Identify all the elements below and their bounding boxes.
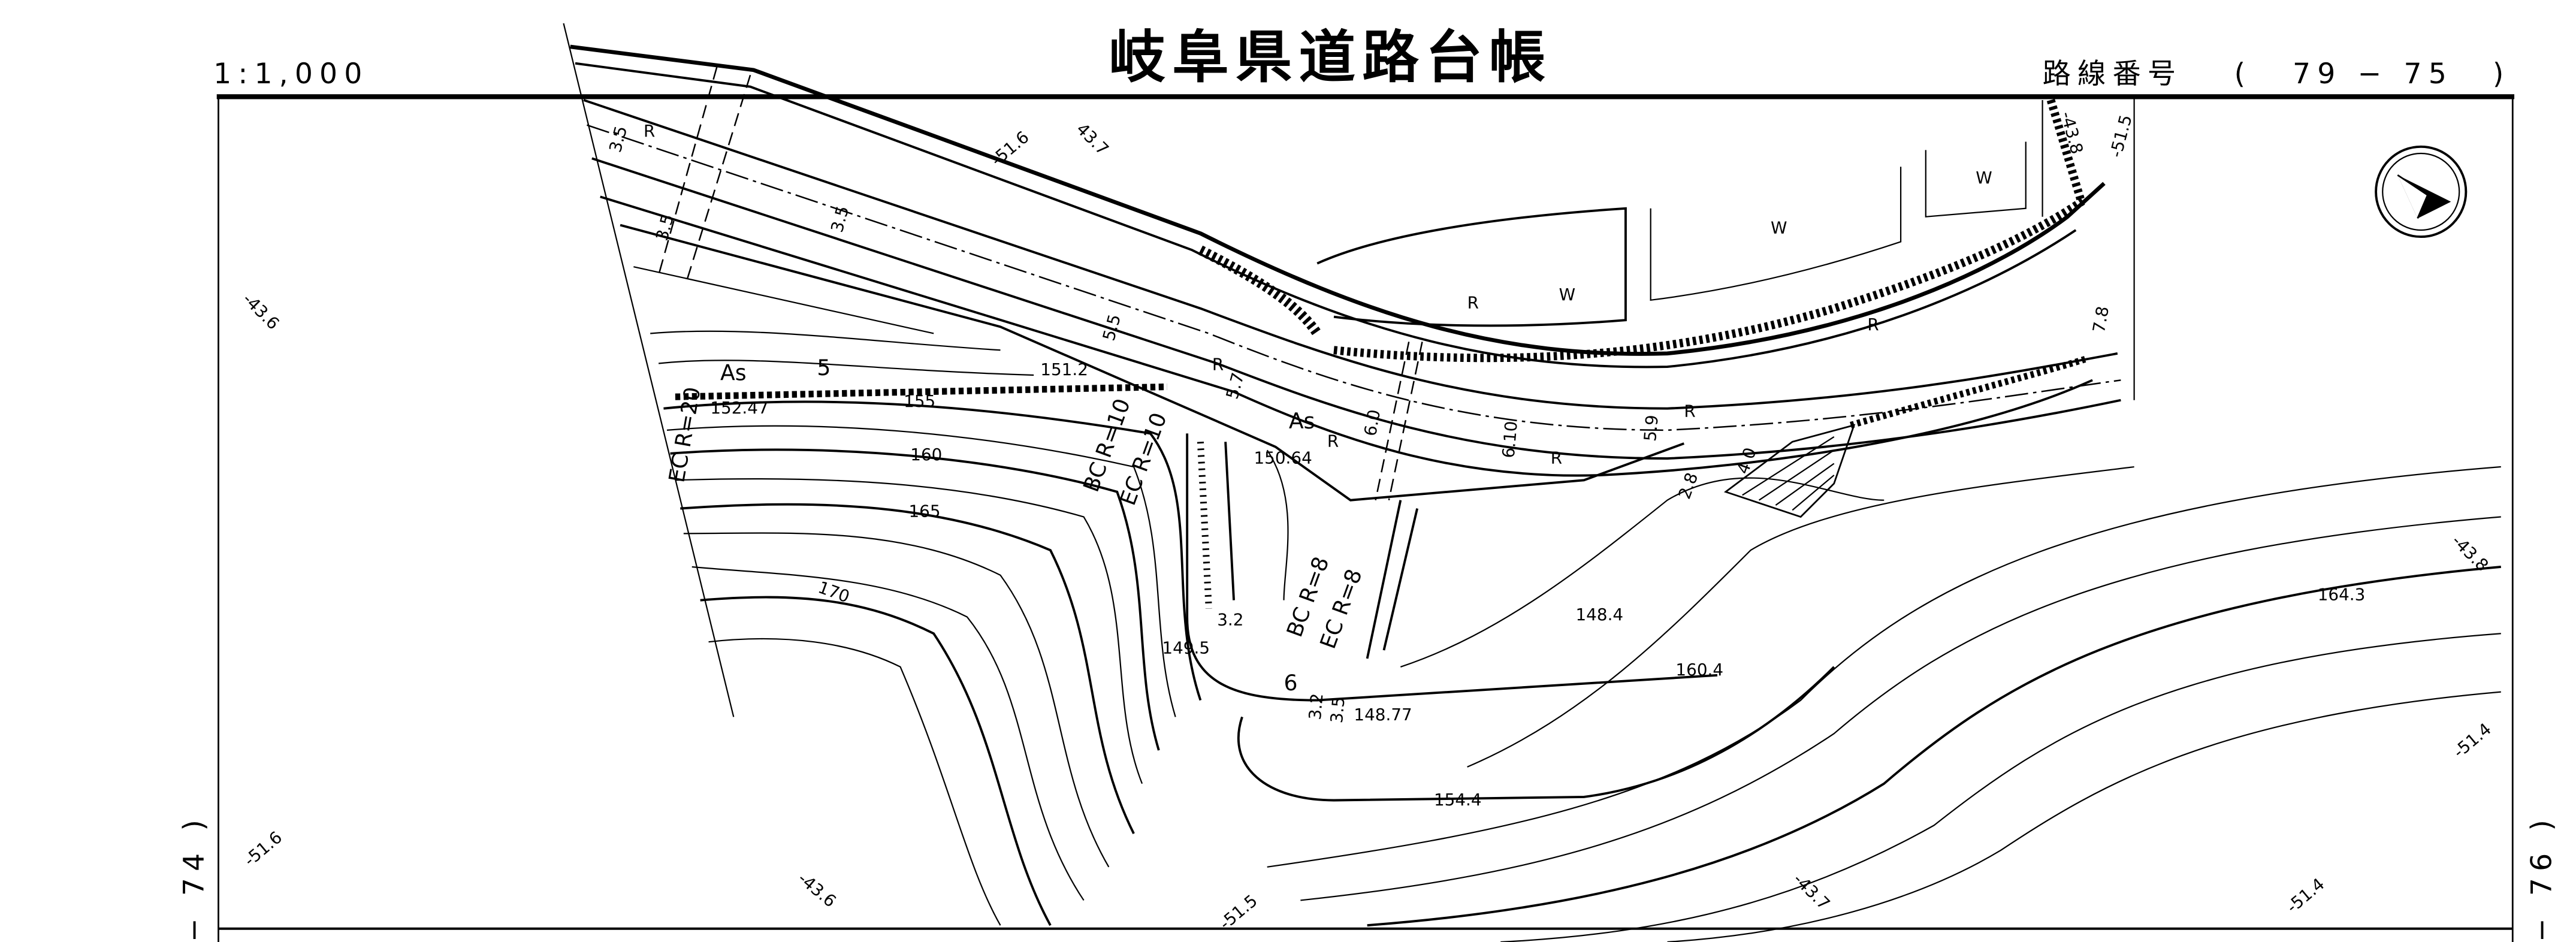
map-frame xyxy=(216,94,2515,942)
contour-label: 155 xyxy=(904,391,935,411)
sheet-ref-right: − 76 ) xyxy=(2525,813,2558,942)
grid-label: -51.6 xyxy=(240,828,286,871)
elevation-label: 148.77 xyxy=(1354,705,1412,724)
page-title: 岐阜県道路台帳 xyxy=(1109,25,1552,90)
route-number: 79 − 75 xyxy=(2293,58,2453,90)
dimension-label: 6.10 xyxy=(1499,420,1521,459)
elevation-label: 164.3 xyxy=(2318,585,2366,605)
elevation-label: 151.2 xyxy=(1040,360,1088,379)
grid-coordinate-labels: -43.6 -51.6 -43.6 -51.5 -43.7 -51.4 -51.… xyxy=(239,109,2495,933)
elevation-label: 148.4 xyxy=(1575,605,1623,624)
scale-label: 1:1,000 xyxy=(213,58,369,90)
dimension-label: 3.5 xyxy=(1327,696,1349,724)
surface-code: R xyxy=(1867,315,1879,334)
dimension-label: 3.5 xyxy=(605,124,631,155)
land-use-label: W xyxy=(1771,218,1787,238)
surface-code: As xyxy=(1289,408,1315,434)
elevation-label: 152.47 xyxy=(710,398,768,418)
surface-code: R xyxy=(1212,355,1224,375)
grid-label: -43.6 xyxy=(239,289,283,333)
dimension-label: 6.0 xyxy=(1360,408,1384,437)
dimension-label: 3.2 xyxy=(1217,609,1243,629)
dimension-label: 3.5 xyxy=(827,204,853,234)
dimension-label: 3.5 xyxy=(652,212,678,243)
route-open-paren: ( xyxy=(2234,58,2252,90)
surface-code: R xyxy=(644,121,655,141)
sheet-ref-left: − 74 ) xyxy=(177,813,210,942)
contour-label: 160 xyxy=(910,445,942,464)
north-arrow-icon xyxy=(2375,145,2468,238)
grid-label: 43.7 xyxy=(1073,119,1113,159)
side-roads xyxy=(1186,433,1835,802)
elevation-label: 160.4 xyxy=(1675,660,1723,680)
grid-label: -51.4 xyxy=(2282,874,2328,917)
dimension-label: 5.5 xyxy=(1099,312,1125,343)
dimension-label: 5.9 xyxy=(1640,414,1662,442)
elevation-label: 150.64 xyxy=(1254,448,1312,467)
surface-code: R xyxy=(1327,431,1339,451)
sheet-boundary xyxy=(563,23,2135,717)
curve-label: EC R=20 xyxy=(663,385,705,484)
grid-label: -51.5 xyxy=(2106,113,2136,159)
dimension-label: 3.2 xyxy=(1305,693,1327,721)
land-use-label: W xyxy=(1559,285,1576,304)
dimension-label: 7.8 xyxy=(2089,304,2113,334)
grid-label: -51.4 xyxy=(2450,719,2495,762)
route-label: 路線番号 xyxy=(2043,58,2183,90)
route-close-paren: ) xyxy=(2493,58,2511,90)
grid-label: -43.6 xyxy=(795,868,840,911)
dimension-label: 2.8 xyxy=(1674,470,1702,502)
surface-code: R xyxy=(1684,401,1695,421)
elevation-label: 154.4 xyxy=(1434,790,1482,810)
surface-code: As xyxy=(720,360,747,385)
surface-code: R xyxy=(1551,448,1562,467)
contour-label: 165 xyxy=(908,502,940,521)
contour-lines xyxy=(650,330,2501,942)
station-mark: 6 xyxy=(1284,670,1298,696)
dimension-label: 4.0 xyxy=(1733,445,1760,476)
station-mark: 5 xyxy=(817,355,831,381)
surface-code: R xyxy=(1467,293,1479,313)
land-parcels xyxy=(1316,99,2043,327)
road-alignment xyxy=(570,44,2121,518)
elevation-label: 149.5 xyxy=(1162,638,1210,658)
land-use-label: W xyxy=(1976,168,1992,188)
grid-label: -51.5 xyxy=(1215,890,1261,934)
